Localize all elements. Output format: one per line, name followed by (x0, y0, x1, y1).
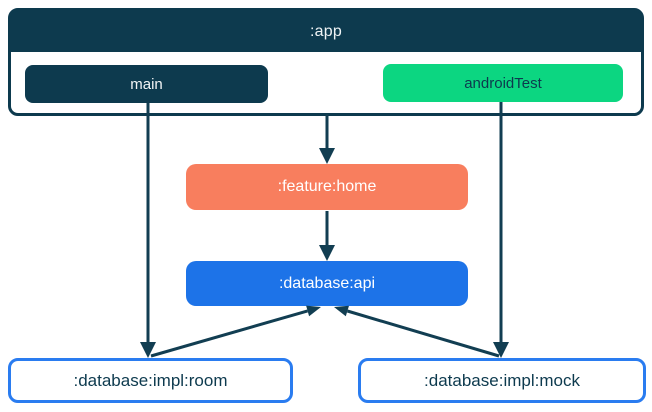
node-feature-home: :feature:home (186, 164, 468, 210)
node-database-api-label: :database:api (278, 274, 376, 292)
node-database-impl-mock: :database:impl:mock (358, 358, 646, 403)
node-database-api: :database:api (186, 261, 468, 306)
arrow-impl-room-to-database-api (150, 305, 321, 358)
node-database-impl-mock-label: :database:impl:mock (424, 370, 580, 390)
arrow-androidtest-to-impl-mock (493, 102, 509, 358)
source-set-main-label: main (130, 75, 163, 93)
source-set-androidtest: androidTest (383, 64, 623, 102)
arrow-impl-mock-to-database-api (334, 305, 500, 358)
node-feature-home-label: :feature:home (277, 178, 377, 195)
arrow-app-to-feature-home (319, 114, 335, 164)
arrow-main-to-impl-room (140, 103, 156, 358)
app-module-title: :app (310, 22, 342, 40)
source-set-main: main (25, 65, 268, 103)
app-module-container: :app main androidTest (8, 8, 644, 116)
node-database-impl-room-label: :database:impl:room (73, 370, 228, 390)
source-set-androidtest-label: androidTest (464, 74, 542, 92)
app-module-header: :app (11, 11, 641, 52)
node-database-impl-room: :database:impl:room (8, 358, 293, 403)
arrow-feature-home-to-database-api (319, 211, 335, 261)
